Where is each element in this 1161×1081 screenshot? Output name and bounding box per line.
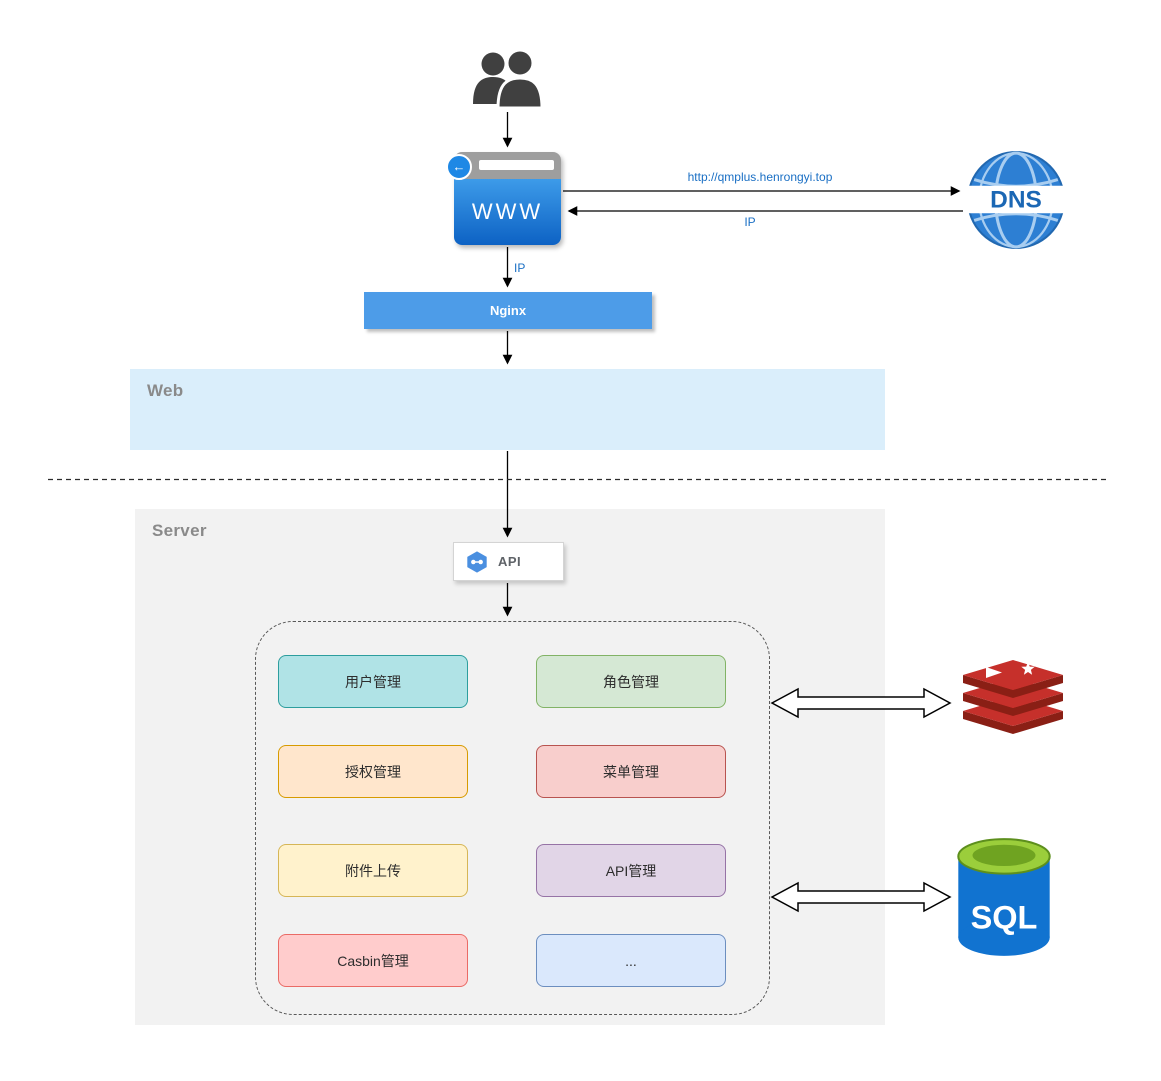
browser-titlebar: ← <box>446 152 561 180</box>
web-zone-label: Web <box>147 381 184 400</box>
module-api-management: API管理 <box>536 844 726 897</box>
dns-globe-icon: DNS <box>961 151 1071 249</box>
nginx-node: Nginx <box>364 292 652 329</box>
module-label: 附件上传 <box>345 862 401 879</box>
browser-icon: ← WWW <box>446 152 561 245</box>
server-zone-label: Server <box>152 521 207 540</box>
modules-container: 用户管理 角色管理 授权管理 菜单管理 附件上传 API管理 Casbin管理 … <box>255 621 770 1015</box>
sql-label: SQL <box>971 899 1038 935</box>
module-menu-management: 菜单管理 <box>536 745 726 798</box>
browser-body: WWW <box>454 179 561 245</box>
edge-label-dns-request: http://qmplus.henrongyi.top <box>687 170 833 184</box>
redis-icon-svg <box>963 660 1063 734</box>
sql-database-icon: SQL <box>952 832 1056 964</box>
nginx-label: Nginx <box>489 303 527 318</box>
module-file-upload: 附件上传 <box>278 844 468 897</box>
module-user-management: 用户管理 <box>278 655 468 708</box>
module-label: 角色管理 <box>603 673 659 690</box>
module-label: ... <box>625 952 637 969</box>
api-node: API <box>453 542 564 581</box>
dns-icon: DNS <box>961 149 1071 251</box>
server-zone: Server <box>135 509 885 1025</box>
module-label: API管理 <box>605 862 657 879</box>
browser-address-bar <box>479 160 554 170</box>
web-zone: Web <box>130 369 885 450</box>
module-more: ... <box>536 934 726 987</box>
redis-database-icon <box>956 655 1070 735</box>
module-label: Casbin管理 <box>337 952 409 969</box>
browser-label: WWW <box>471 199 544 224</box>
sql-icon-svg: SQL <box>957 838 1051 956</box>
users-icon-svg <box>473 48 544 110</box>
api-hexagon-icon <box>467 550 487 573</box>
edge-label-dns-response: IP <box>744 215 756 229</box>
module-label: 用户管理 <box>345 673 401 690</box>
module-auth-management: 授权管理 <box>278 745 468 798</box>
api-label: API <box>498 554 522 569</box>
users-icon <box>469 48 547 112</box>
module-label: 授权管理 <box>345 763 401 780</box>
module-casbin-management: Casbin管理 <box>278 934 468 987</box>
module-role-management: 角色管理 <box>536 655 726 708</box>
edge-label-browser-nginx: IP <box>514 261 526 275</box>
dns-label: DNS <box>990 187 1042 214</box>
back-arrow-icon: ← <box>446 154 472 180</box>
module-label: 菜单管理 <box>603 763 659 780</box>
